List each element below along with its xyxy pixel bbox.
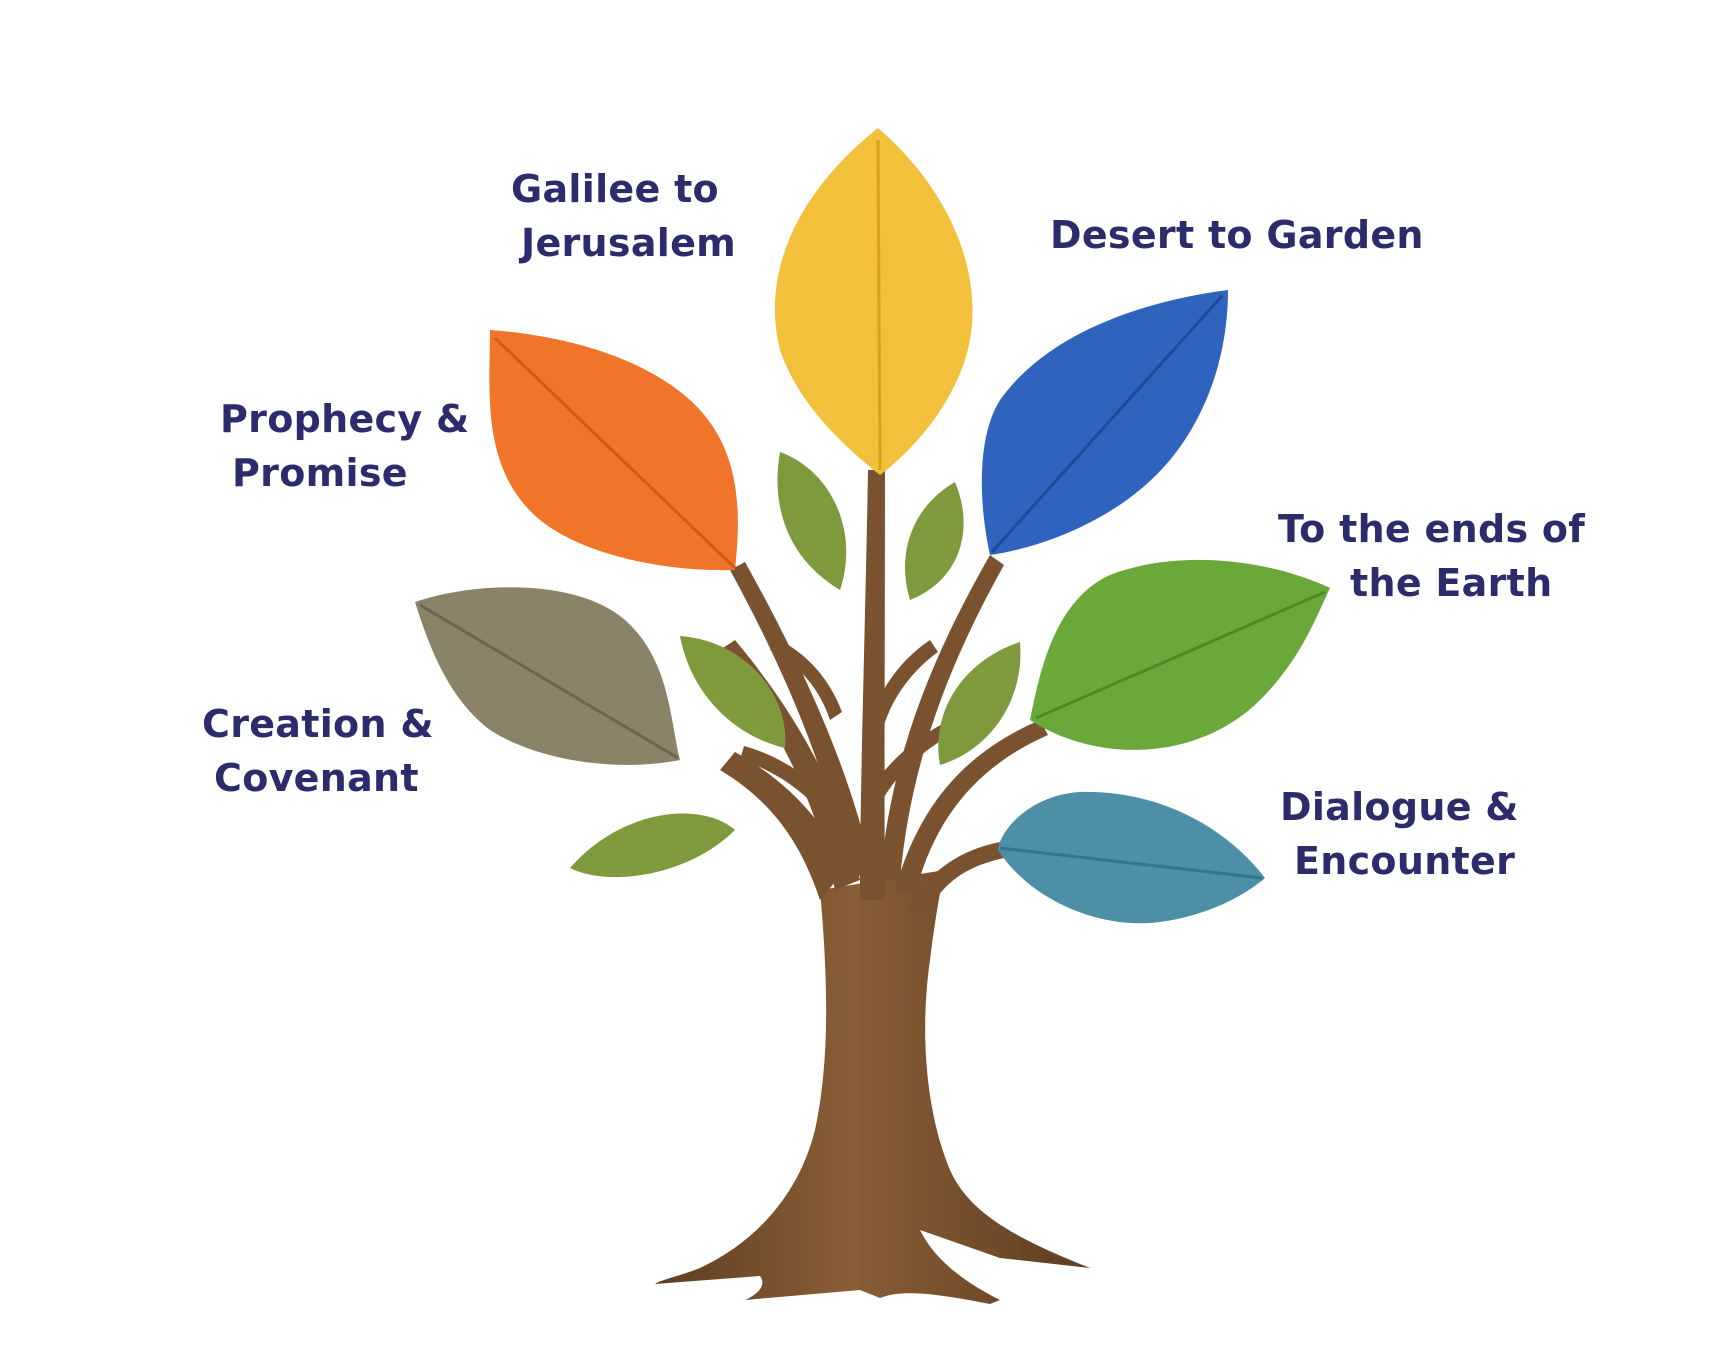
branch-label-ends: To the ends of the Earth bbox=[1278, 502, 1618, 610]
leaf-vein-desert bbox=[990, 294, 1224, 554]
leaf-vein-creation bbox=[419, 603, 679, 760]
label-line: Jerusalem bbox=[521, 221, 737, 265]
label-line: Encounter bbox=[1294, 839, 1516, 883]
label-line: Covenant bbox=[214, 756, 419, 800]
branch-label-dialogue: Dialogue & Encounter bbox=[1280, 780, 1519, 888]
label-line: Creation & bbox=[202, 702, 434, 746]
label-line: Promise bbox=[232, 451, 408, 495]
small-leaf bbox=[905, 482, 964, 600]
small-leaf bbox=[777, 452, 847, 590]
label-line: To the ends of bbox=[1278, 507, 1586, 551]
label-line: Prophecy & bbox=[220, 397, 470, 441]
leaf-vein-prophecy bbox=[493, 336, 737, 570]
leaf-galilee bbox=[774, 128, 973, 475]
label-line: Dialogue & bbox=[1280, 785, 1519, 829]
small-leaf bbox=[570, 813, 735, 878]
small-leaf bbox=[680, 636, 786, 748]
leaf-vein-dialogue bbox=[999, 846, 1263, 880]
branch-label-galilee: Galilee to Jerusalem bbox=[505, 162, 775, 270]
branch-label-creation: Creation & Covenant bbox=[202, 697, 434, 805]
branch-label-desert: Desert to Garden bbox=[1050, 208, 1424, 262]
branch-label-prophecy: Prophecy & Promise bbox=[220, 392, 469, 500]
main-leaves bbox=[415, 128, 1330, 924]
tree-trunk bbox=[655, 470, 1090, 1304]
label-line: Galilee to bbox=[511, 167, 719, 211]
label-line: Desert to Garden bbox=[1050, 213, 1424, 257]
small-leaf bbox=[938, 642, 1021, 765]
label-line: the Earth bbox=[1350, 561, 1553, 605]
leaf-creation bbox=[415, 587, 680, 765]
small-leaves bbox=[570, 452, 1021, 878]
leaf-vein-ends bbox=[1035, 590, 1326, 720]
leaf-dialogue bbox=[998, 791, 1265, 924]
leaf-vein-galilee bbox=[876, 139, 882, 471]
